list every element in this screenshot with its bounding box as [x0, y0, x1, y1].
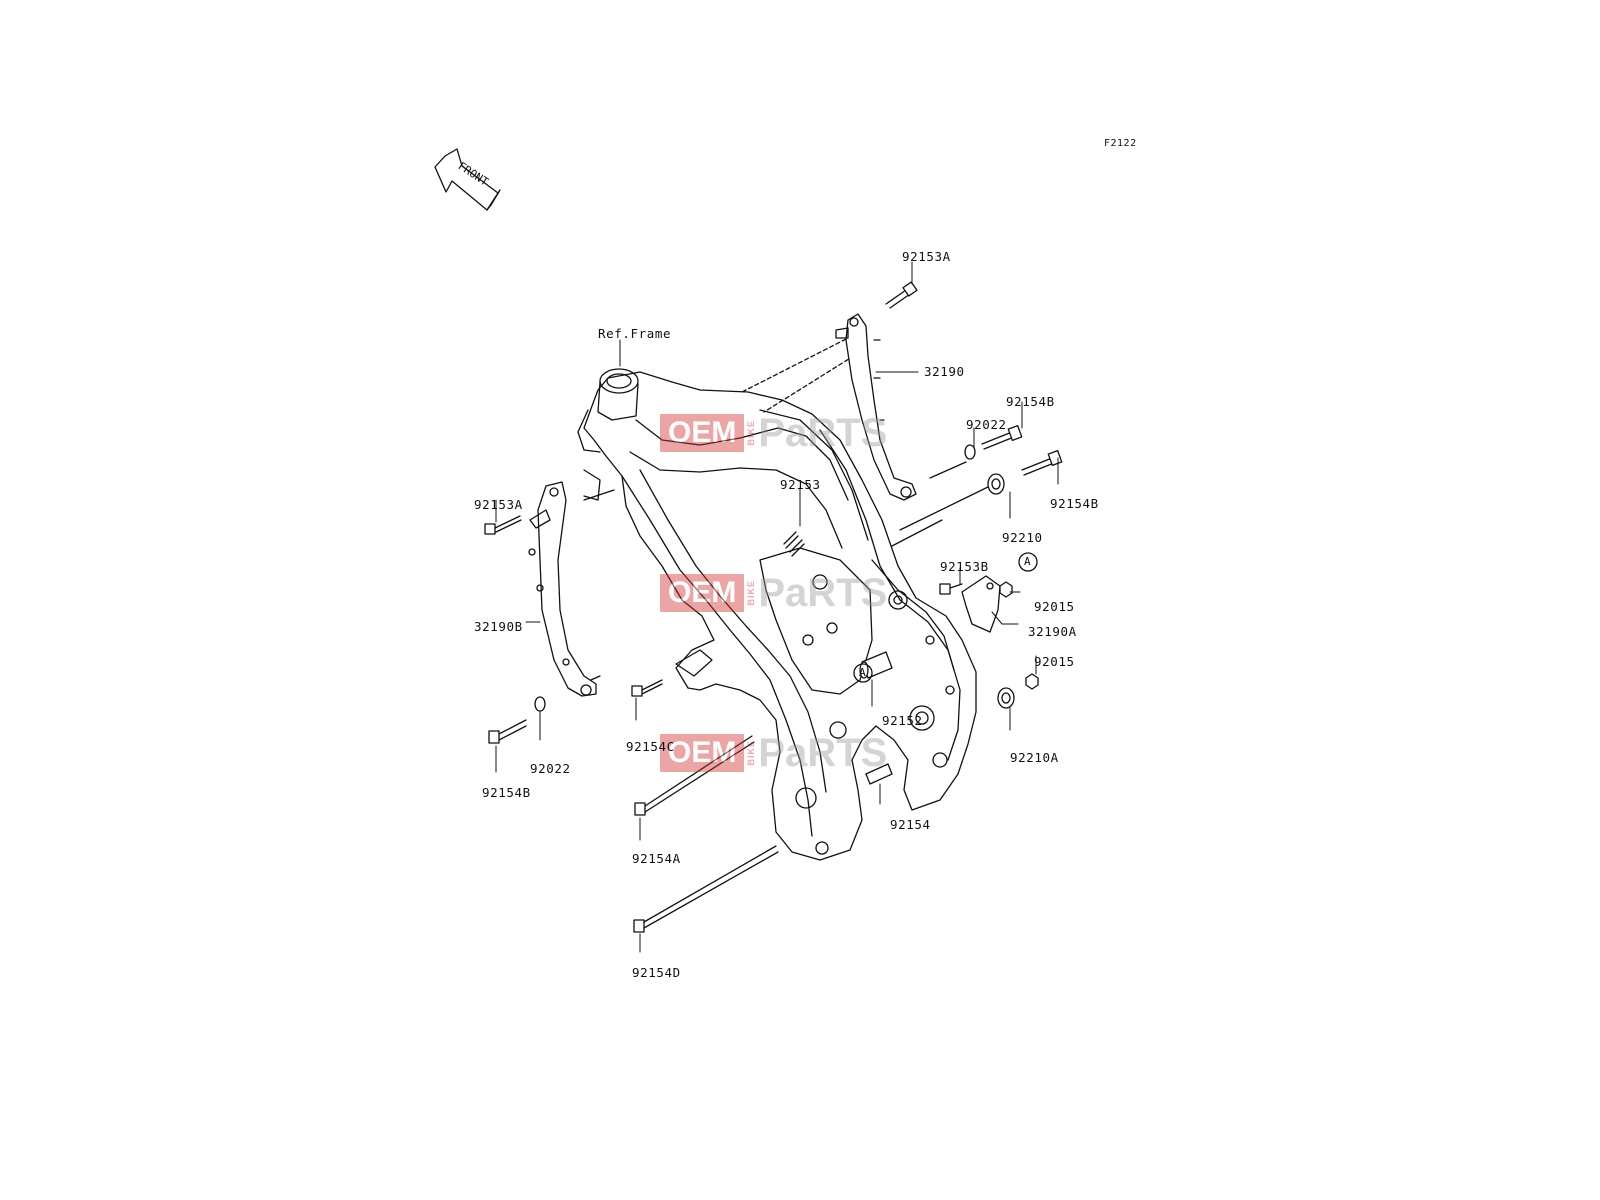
part-label[interactable]: 92154B: [482, 785, 531, 800]
leader-lines: [495, 261, 1059, 953]
part-label[interactable]: 92022: [966, 417, 1007, 432]
callout-a-right: A: [1024, 555, 1032, 568]
part-label[interactable]: 92210A: [1010, 750, 1059, 765]
part-label[interactable]: 92015: [1034, 599, 1075, 614]
front-arrow-icon: FRONT: [434, 148, 501, 211]
part-label[interactable]: 92152: [882, 713, 923, 728]
part-label[interactable]: 92153: [780, 477, 821, 492]
fasteners: [484, 281, 1063, 933]
bracket-32190b: [528, 481, 597, 697]
part-label[interactable]: 92154A: [632, 851, 681, 866]
part-label[interactable]: 92154B: [1050, 496, 1099, 511]
part-label[interactable]: 92154: [890, 817, 931, 832]
bracket-32190a: [961, 575, 1001, 633]
callout-circle-a-right: [1018, 552, 1038, 572]
ref-frame-label: Ref.Frame: [598, 326, 672, 341]
part-label[interactable]: 92154C: [626, 739, 675, 754]
part-label[interactable]: 92153A: [902, 249, 951, 264]
part-label[interactable]: 92210: [1002, 530, 1043, 545]
main-frame: [576, 335, 991, 861]
part-label[interactable]: 92015: [1034, 654, 1075, 669]
part-label[interactable]: 92022: [530, 761, 571, 776]
diagram-code: F2122: [1104, 138, 1137, 149]
part-label[interactable]: 92154D: [632, 965, 681, 980]
part-label[interactable]: 92153A: [474, 497, 523, 512]
part-label[interactable]: 32190: [924, 364, 965, 379]
part-label[interactable]: 32190B: [474, 619, 523, 634]
callout-a-center: A: [859, 666, 867, 679]
bracket-32190: [835, 313, 917, 501]
callout-circle-a-center: [853, 663, 873, 683]
part-label[interactable]: 32190A: [1028, 624, 1077, 639]
part-label[interactable]: 92154B: [1006, 394, 1055, 409]
part-label[interactable]: 92153B: [940, 559, 989, 574]
